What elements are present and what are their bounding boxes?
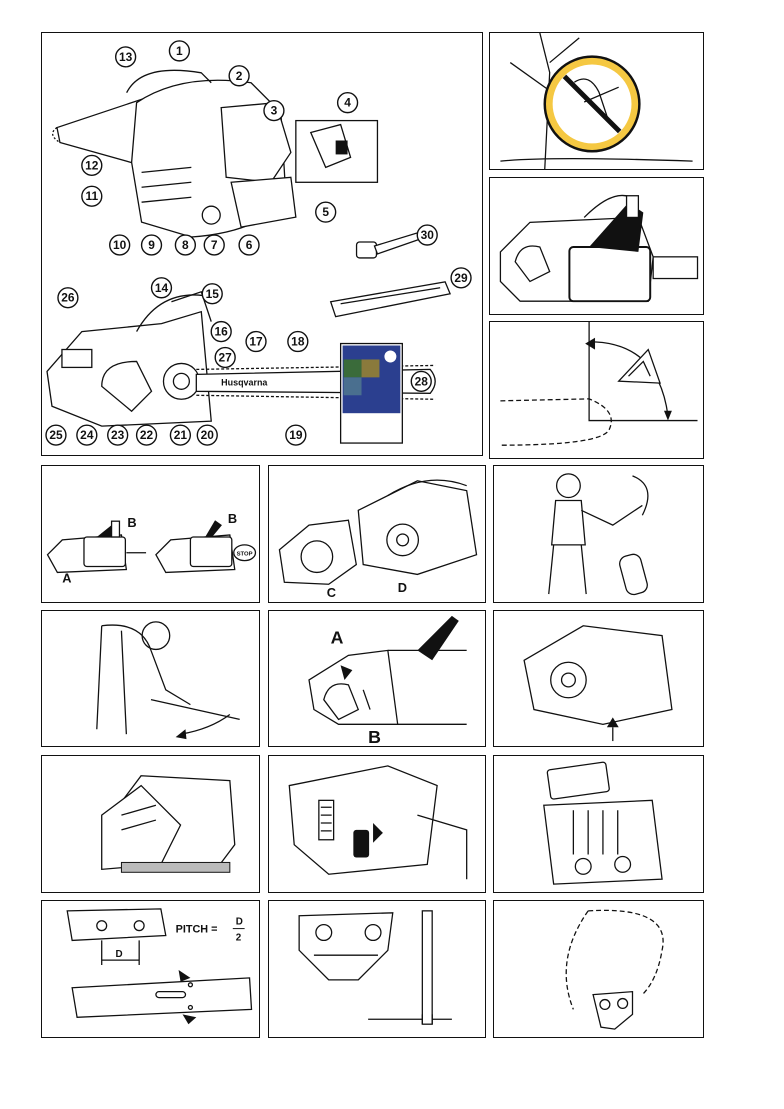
label-c: C	[327, 585, 336, 600]
label-b: B	[368, 727, 381, 746]
svg-text:27: 27	[219, 350, 233, 364]
callout-8: 8	[175, 235, 195, 255]
starting-position-panel	[41, 610, 260, 747]
svg-text:6: 6	[246, 238, 253, 252]
label-a: A	[62, 570, 71, 585]
label-b-left: B	[127, 515, 136, 530]
bar-brand-text: Husqvarna	[221, 377, 268, 387]
svg-text:17: 17	[249, 335, 263, 349]
callout-16: 16	[211, 322, 231, 342]
svg-text:22: 22	[140, 428, 154, 442]
callout-25: 25	[46, 425, 66, 445]
callout-6: 6	[239, 235, 259, 255]
pitch-denominator: 2	[236, 932, 242, 943]
svg-text:7: 7	[211, 238, 218, 252]
callout-23: 23	[108, 425, 128, 445]
pitch-numerator: D	[236, 917, 243, 928]
callout-28: 28	[411, 371, 431, 391]
label-b-right: B	[228, 511, 237, 526]
callout-24: 24	[77, 425, 97, 445]
callout-1: 1	[169, 41, 189, 61]
parts-overview-panel: Husqvarna 1 2 3 4 5 6 7 8 9 10 11	[41, 32, 483, 456]
svg-text:30: 30	[421, 228, 435, 242]
svg-text:21: 21	[174, 428, 188, 442]
throttle-lockout-panel: A B	[268, 610, 486, 747]
callout-14: 14	[152, 278, 172, 298]
svg-text:24: 24	[80, 428, 94, 442]
callout-5: 5	[316, 202, 336, 222]
chain-brake-positions-panel: B A B STOP	[41, 465, 260, 603]
svg-text:26: 26	[61, 291, 75, 305]
callout-13: 13	[116, 47, 136, 67]
svg-text:3: 3	[271, 104, 278, 118]
callout-12: 12	[82, 155, 102, 175]
operator-manual	[341, 344, 403, 444]
operator-holding-saw-panel	[493, 465, 704, 603]
callout-10: 10	[110, 235, 130, 255]
callout-30: 30	[417, 225, 437, 245]
guide-bar-cover	[331, 282, 450, 317]
chain-catcher-panel	[493, 610, 704, 747]
chain-pitch-panel: D PITCH = D 2	[41, 900, 260, 1038]
svg-text:11: 11	[85, 189, 98, 203]
svg-text:5: 5	[322, 205, 329, 219]
svg-text:15: 15	[206, 287, 220, 301]
svg-text:2: 2	[236, 69, 243, 83]
callout-22: 22	[137, 425, 157, 445]
stop-switch-panel	[268, 755, 486, 893]
callout-9: 9	[142, 235, 162, 255]
svg-text:28: 28	[415, 374, 429, 388]
label-a: A	[331, 628, 344, 648]
callout-3: 3	[264, 101, 284, 121]
pitch-dim-label: D	[116, 949, 123, 960]
svg-text:14: 14	[155, 281, 169, 295]
svg-text:12: 12	[85, 158, 99, 172]
kickback-zone-panel	[489, 321, 704, 459]
callout-4: 4	[338, 93, 358, 113]
svg-text:4: 4	[344, 96, 351, 110]
svg-text:16: 16	[215, 325, 229, 339]
svg-text:13: 13	[119, 50, 133, 64]
callout-27: 27	[215, 348, 235, 368]
muffler-panel	[493, 755, 704, 893]
callout-19: 19	[286, 425, 306, 445]
combination-spanner	[357, 232, 424, 258]
svg-text:10: 10	[113, 238, 127, 252]
no-tree-climbing-panel	[489, 32, 704, 170]
svg-text:23: 23	[111, 428, 125, 442]
svg-text:19: 19	[289, 428, 303, 442]
svg-text:25: 25	[49, 428, 63, 442]
svg-text:9: 9	[148, 238, 155, 252]
pitch-formula-text: PITCH =	[176, 924, 218, 936]
svg-text:8: 8	[182, 238, 189, 252]
svg-text:1: 1	[176, 44, 183, 58]
callout-18: 18	[288, 332, 308, 352]
label-d: D	[398, 580, 407, 595]
stop-sign-text: STOP	[237, 552, 253, 558]
callout-7: 7	[204, 235, 224, 255]
callout-2: 2	[229, 66, 249, 86]
callout-11: 11	[82, 186, 102, 206]
callout-29: 29	[451, 268, 471, 288]
chain-brake-kickback-panel	[489, 177, 704, 315]
callout-15: 15	[202, 284, 222, 304]
parts-overview-illustration: Husqvarna 1 2 3 4 5 6 7 8 9 10 11	[42, 33, 482, 455]
rear-handle-guard-panel	[41, 755, 260, 893]
saw-chain-panel	[493, 900, 704, 1038]
clutch-cover-panel: C D	[268, 465, 486, 603]
svg-text:18: 18	[291, 335, 305, 349]
callout-20: 20	[197, 425, 217, 445]
depth-gauge-panel	[268, 900, 486, 1038]
callout-17: 17	[246, 332, 266, 352]
svg-text:20: 20	[201, 428, 215, 442]
callout-26: 26	[58, 288, 78, 308]
svg-text:29: 29	[454, 271, 468, 285]
callout-21: 21	[170, 425, 190, 445]
